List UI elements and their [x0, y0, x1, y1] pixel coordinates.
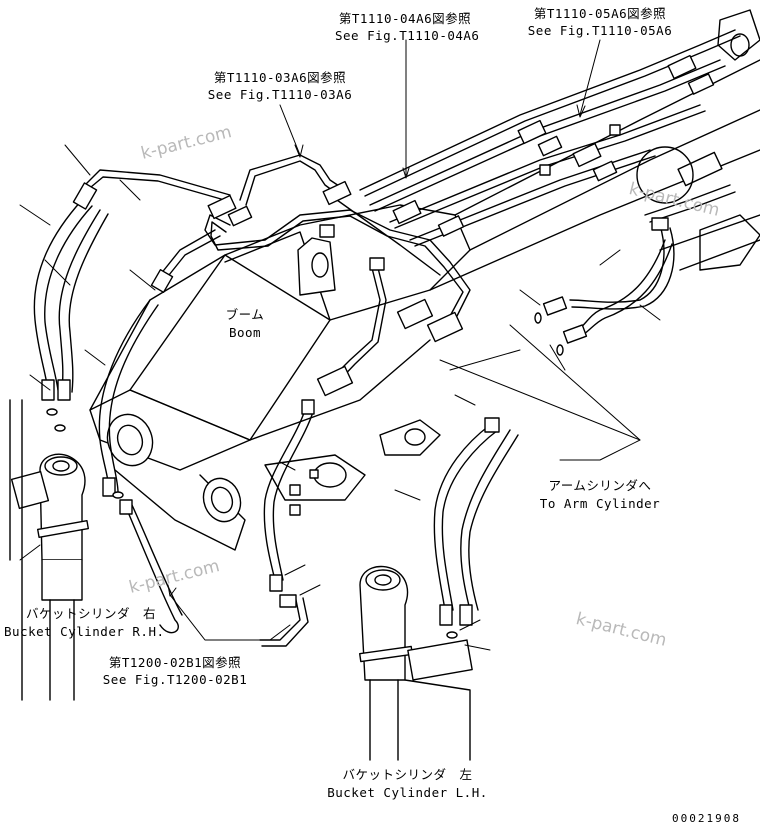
boom-body	[89, 9, 760, 551]
ref-04a6-en: See Fig.T1110-04A6	[335, 28, 480, 43]
hose-fittings	[41, 182, 669, 654]
bucket-cylinder-lh-label-jp: バケットシリンダ 左	[342, 767, 473, 782]
ref-03a6-en: See Fig.T1110-03A6	[207, 87, 353, 102]
boom-label-en: Boom	[228, 325, 262, 340]
ref-02b1-jp: 第T1200-02B1図参照	[108, 655, 242, 670]
boom-label-jp: ブーム	[225, 307, 265, 322]
ref-02b1-en: See Fig.T1200-02B1	[102, 672, 248, 687]
arm-cylinder-label-jp: アームシリンダへ	[548, 478, 652, 493]
bucket-cylinder-lh-label-en: Bucket Cylinder L.H.	[327, 785, 488, 800]
arm-cylinder-label-en: To Arm Cylinder	[539, 496, 661, 511]
boom-foot-boss	[106, 413, 154, 467]
drawing-code: 00021908	[672, 812, 741, 825]
ref-05a6-jp: 第T1110-05A6図参照	[533, 6, 667, 21]
pipe-clamps	[207, 54, 723, 516]
bucket-cylinder-rh	[9, 399, 90, 701]
bucket-cylinder-rh-label-jp: バケットシリンダ 右	[26, 606, 157, 621]
ref-04a6-jp: 第T1110-04A6図参照	[338, 11, 472, 26]
ref-03a6-jp: 第T1110-03A6図参照	[213, 70, 347, 85]
leader-lines	[19, 39, 661, 651]
bucket-cylinder-rh-label-en: Bucket Cylinder R.H.	[4, 624, 165, 639]
ref-05a6-en: See Fig.T1110-05A6	[527, 23, 673, 38]
bucket-cylinder-lh	[358, 565, 473, 761]
hoses	[33, 199, 675, 647]
